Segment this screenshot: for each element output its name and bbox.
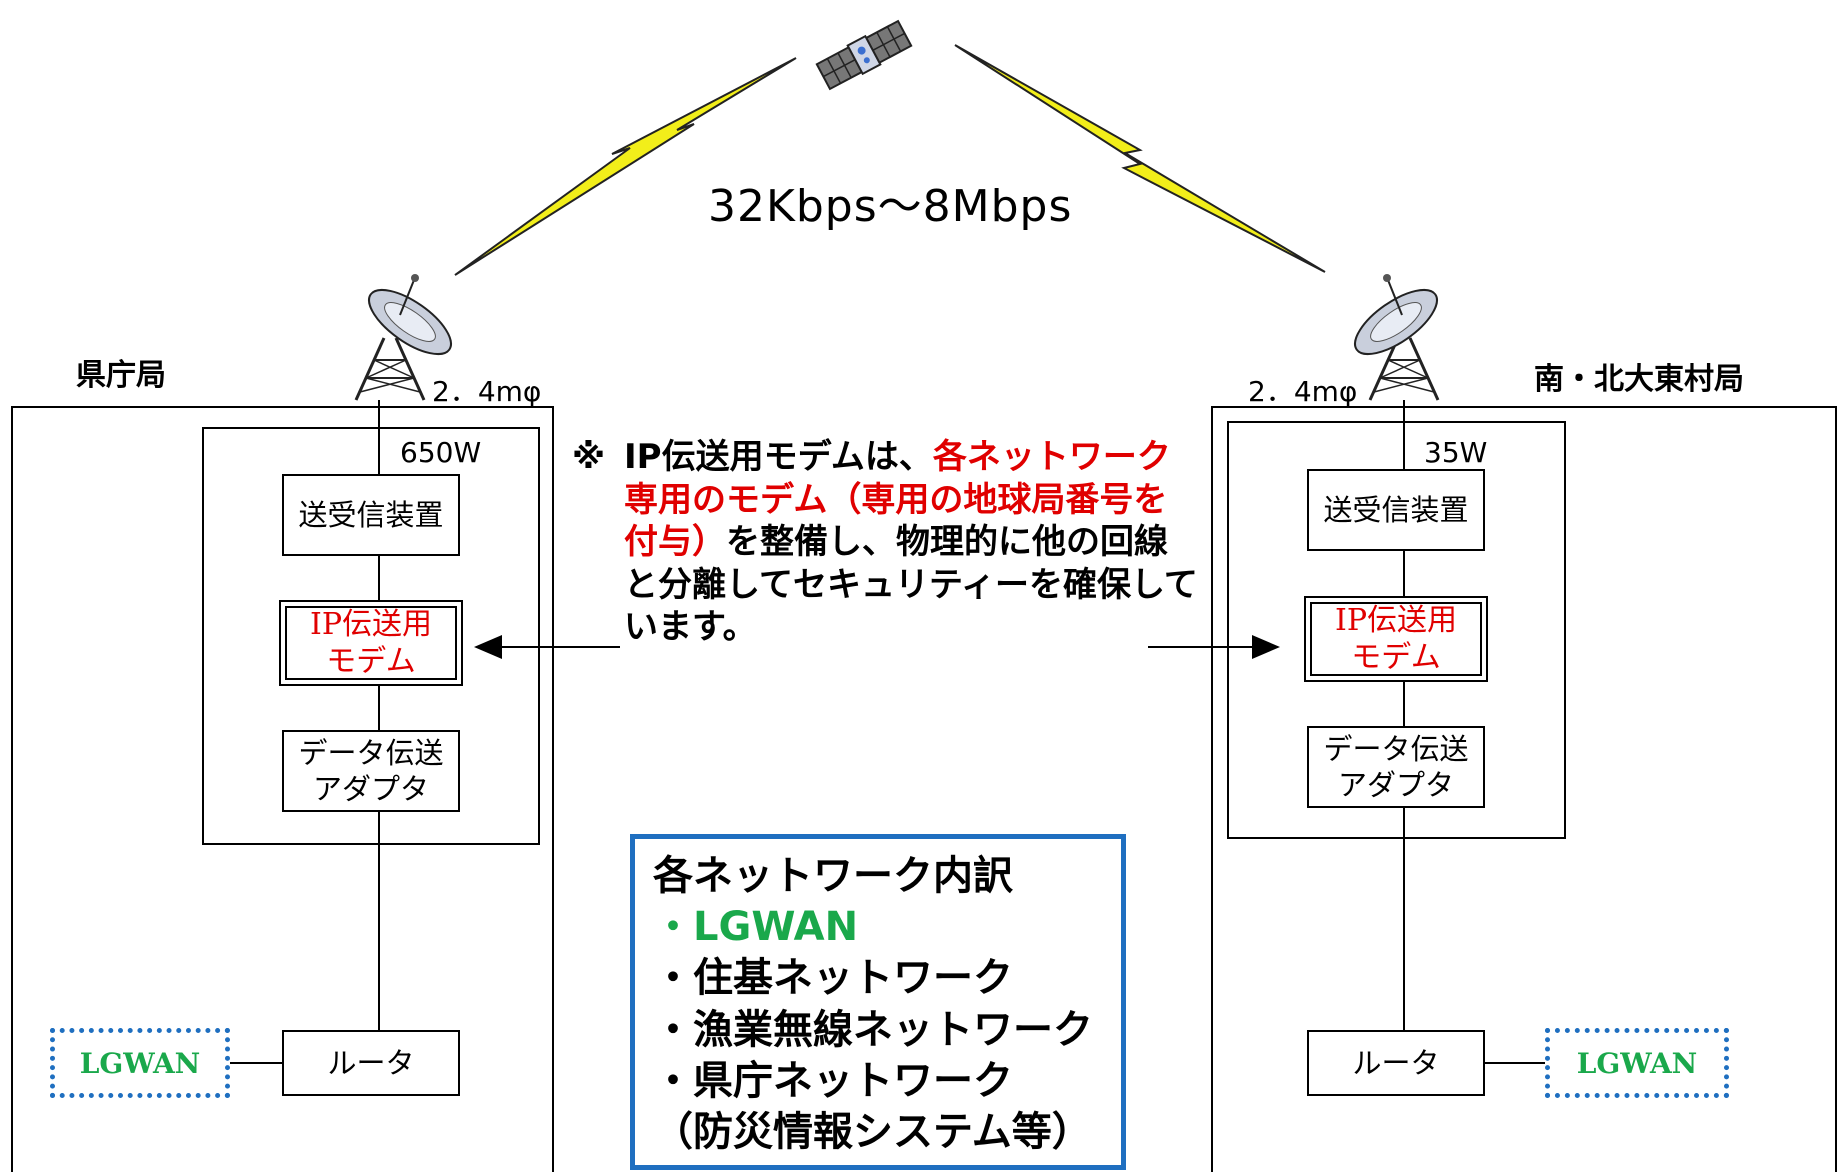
left-modem-line2: モデム bbox=[326, 644, 416, 679]
right-modem-line1: IP伝送用 bbox=[1334, 602, 1458, 638]
right-transceiver-box: 送受信装置 bbox=[1307, 469, 1485, 551]
left-lgwan-label: LGWAN bbox=[79, 1046, 201, 1080]
satellite-icon bbox=[815, 19, 913, 91]
legend-title: 各ネットワーク内訳 bbox=[653, 853, 1013, 899]
note-mark: ※ bbox=[572, 437, 606, 477]
lightning-icon bbox=[454, 57, 797, 276]
left-transceiver-label: 送受信装置 bbox=[298, 497, 444, 532]
left-ip-modem-box: IP伝送用 モデム bbox=[279, 600, 463, 686]
note-part1: IP伝送用モデムは、 bbox=[624, 437, 933, 477]
left-adapter-line2: アダプタ bbox=[312, 772, 429, 806]
right-adapter-box: データ伝送 アダプタ bbox=[1307, 726, 1485, 808]
note-part3: を整備し、物理的に他の回線と分離してセキュリティーを確保しています。 bbox=[624, 522, 1198, 647]
note-text: IP伝送用モデムは、各ネットワーク専用のモデム（専用の地球局番号を付与）を整備し… bbox=[624, 436, 1199, 649]
right-lgwan-box: LGWAN bbox=[1545, 1028, 1729, 1098]
left-station-frame bbox=[11, 406, 554, 1172]
right-ip-modem-box: IP伝送用 モデム bbox=[1304, 596, 1488, 682]
left-router-label: ルータ bbox=[327, 1045, 415, 1080]
left-lgwan-box: LGWAN bbox=[50, 1028, 230, 1098]
right-adapter-line2: アダプタ bbox=[1337, 768, 1454, 802]
left-dish-size: 2．4mφ bbox=[432, 375, 542, 408]
right-power: 35W bbox=[1424, 436, 1488, 469]
legend-item-lgwan: ・LGWAN bbox=[653, 904, 859, 951]
legend-item-fishery: ・漁業無線ネットワーク bbox=[653, 1006, 1093, 1053]
left-modem-line1: IP伝送用 bbox=[309, 606, 433, 642]
right-transceiver-label: 送受信装置 bbox=[1323, 492, 1469, 527]
dish-antenna-icon bbox=[354, 274, 452, 401]
right-station-name: 南・北大東村局 bbox=[1534, 362, 1744, 397]
left-adapter-line1: データ伝送 bbox=[298, 735, 444, 770]
right-station-frame bbox=[1211, 406, 1837, 1172]
right-lgwan-label: LGWAN bbox=[1576, 1046, 1698, 1080]
legend-item-juki: ・住基ネットワーク bbox=[653, 955, 1013, 1002]
left-adapter-box: データ伝送 アダプタ bbox=[282, 730, 460, 812]
network-breakdown-box: 各ネットワーク内訳 ・LGWAN ・住基ネットワーク ・漁業無線ネットワーク ・… bbox=[630, 834, 1126, 1170]
bandwidth-label: 32Kbps～8Mbps bbox=[708, 181, 1073, 232]
right-modem-line2: モデム bbox=[1351, 640, 1441, 675]
right-equipment-frame bbox=[1227, 421, 1566, 839]
legend-item-disaster: （防災情報システム等） bbox=[653, 1108, 1092, 1155]
right-dish-size: 2．4mφ bbox=[1248, 375, 1358, 408]
legend-item-prefecture: ・県庁ネットワーク bbox=[653, 1057, 1013, 1104]
right-router-label: ルータ bbox=[1352, 1045, 1440, 1080]
left-station-name: 県庁局 bbox=[76, 358, 166, 393]
left-transceiver-box: 送受信装置 bbox=[282, 474, 460, 556]
dish-antenna-icon bbox=[1354, 274, 1440, 401]
left-router-box: ルータ bbox=[282, 1030, 460, 1096]
lightning-icon bbox=[954, 44, 1326, 273]
left-equipment-frame bbox=[202, 427, 540, 845]
right-router-box: ルータ bbox=[1307, 1030, 1485, 1096]
left-power: 650W bbox=[400, 436, 482, 469]
note-part2-red: 各ネットワーク専用のモデム（専用の地球局番号を付与） bbox=[624, 437, 1171, 562]
right-adapter-line1: データ伝送 bbox=[1323, 731, 1469, 766]
